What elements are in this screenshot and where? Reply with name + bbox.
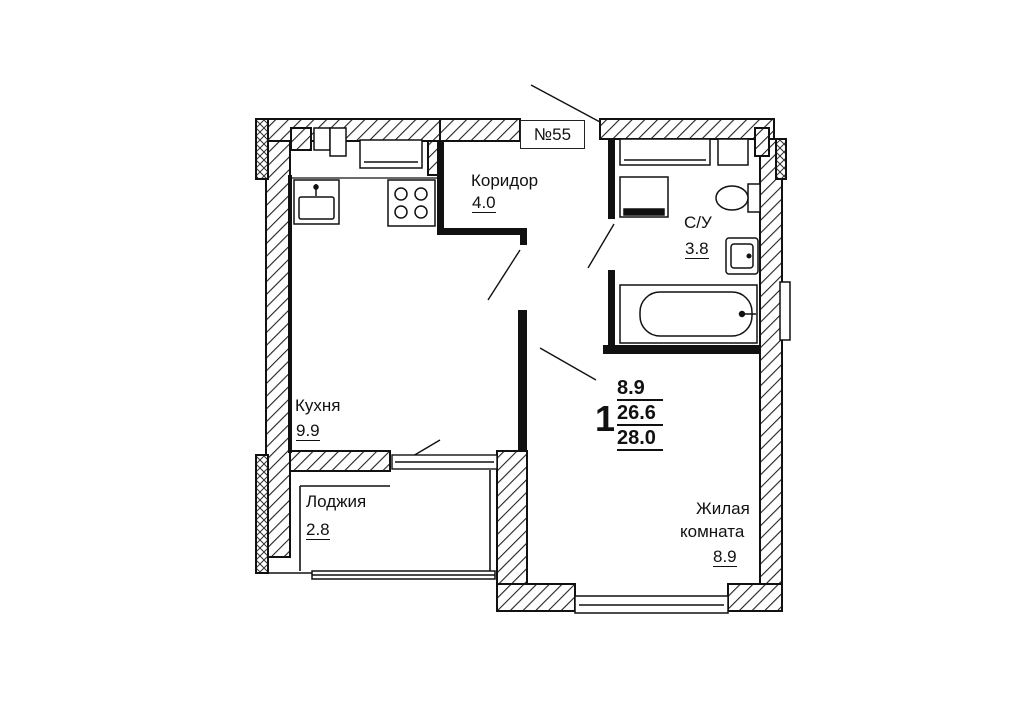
room-area-living: 8.9 (713, 547, 737, 567)
apartment-living-area: 8.9 (617, 376, 663, 401)
door-living (539, 347, 597, 381)
window-bath (619, 138, 711, 166)
wall-bottom-right (727, 583, 783, 612)
stove-icon (387, 179, 436, 227)
apartment-room-count: 1 (595, 398, 616, 439)
windows (311, 127, 791, 614)
partition-kitchen-left (288, 175, 292, 453)
partition-bath-bottom (603, 345, 760, 354)
window-right-side (779, 281, 791, 341)
apartment-area-with-loggia: 28.0 (617, 426, 663, 451)
wall-left-outer-top (255, 118, 269, 180)
wall-corner-block-3 (754, 127, 770, 157)
room-area-corridor: 4.0 (472, 193, 496, 213)
window-corner-left (313, 127, 331, 151)
partition-bath-left-low (608, 270, 615, 350)
room-area-bathroom: 3.8 (685, 239, 709, 259)
wall-bottom-left (496, 583, 576, 612)
room-name-living-line1: Жилая (696, 499, 750, 518)
window-corner-right (329, 127, 347, 157)
door-entrance (530, 84, 601, 123)
sink-icon (293, 179, 340, 225)
wall-top-right (599, 118, 775, 140)
window-kitchen (359, 139, 423, 169)
partitions (288, 139, 760, 453)
apartment-area-summary: 8.9 26.6 28.0 (617, 376, 663, 451)
room-area-kitchen: 9.9 (296, 421, 320, 441)
loggia-outline (256, 470, 491, 574)
wall-top-mid (439, 118, 521, 142)
partition-bath-left-top (608, 139, 615, 219)
partition-kitchen-top (437, 141, 444, 233)
room-name-loggia: Лоджия (306, 492, 367, 511)
door-bathroom (587, 223, 615, 269)
wall-left (265, 140, 291, 558)
wall-kitchen-loggia (289, 450, 391, 472)
wall-left-outer-bottom (255, 454, 269, 574)
window-bath-small (717, 138, 749, 166)
washing-machine-icon (619, 176, 669, 218)
doors (391, 84, 615, 470)
apartment-number-badge: №55 (520, 120, 585, 149)
wall-top-left (255, 118, 441, 142)
wall-right-outer (775, 138, 787, 180)
room-name-bathroom: С/У (684, 213, 712, 232)
partition-living-left (518, 310, 527, 452)
toilet-icon (715, 183, 761, 213)
door-kitchen (487, 249, 521, 301)
washbasin-icon (725, 237, 759, 275)
room-area-loggia: 2.8 (306, 520, 330, 540)
partition-corridor-post (520, 228, 527, 245)
wall-right (759, 138, 783, 605)
partition-corridor-step (437, 228, 527, 235)
bathtub-icon (619, 284, 758, 344)
wall-corner-block-1 (290, 127, 312, 151)
room-name-kitchen: Кухня (295, 396, 341, 415)
room-name-living-line2: комната (680, 522, 745, 541)
room-name-corridor: Коридор (471, 171, 539, 190)
apartment-total-area: 26.6 (617, 401, 663, 426)
